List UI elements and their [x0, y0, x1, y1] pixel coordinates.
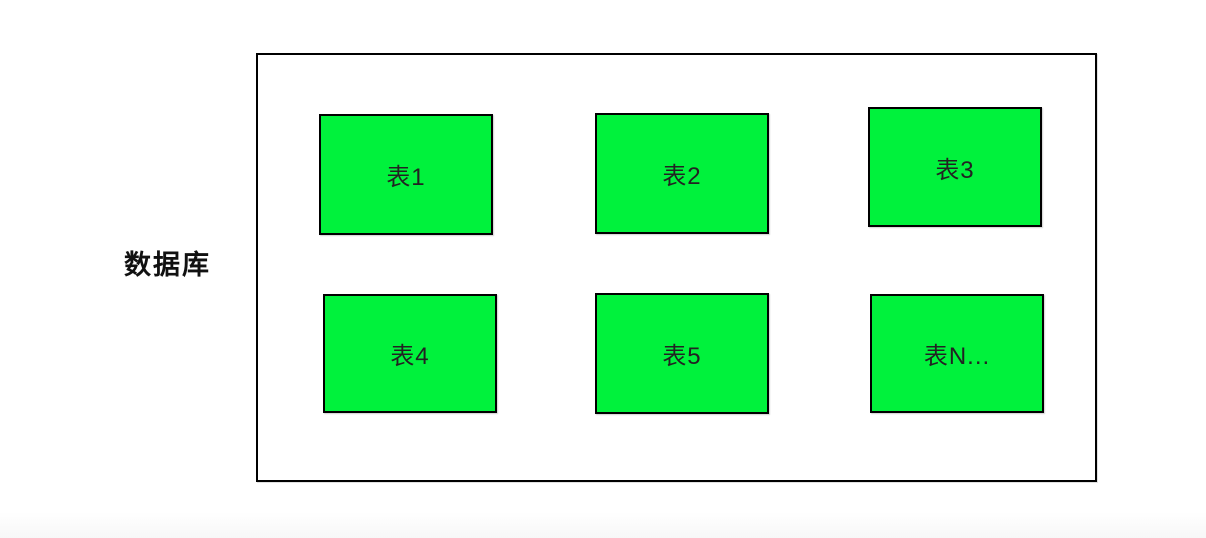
table-node-5: 表5 [595, 293, 769, 414]
table-node-6: 表N... [870, 294, 1044, 413]
table-node-2: 表2 [595, 113, 769, 234]
table-node-1: 表1 [319, 114, 493, 235]
database-label: 数据库 [124, 250, 211, 280]
database-container-box: 表1 表2 表3 表4 表5 表N... [256, 53, 1097, 482]
table-node-3: 表3 [868, 107, 1042, 227]
table-node-4: 表4 [323, 294, 497, 413]
bottom-gray-strip [0, 512, 1206, 538]
